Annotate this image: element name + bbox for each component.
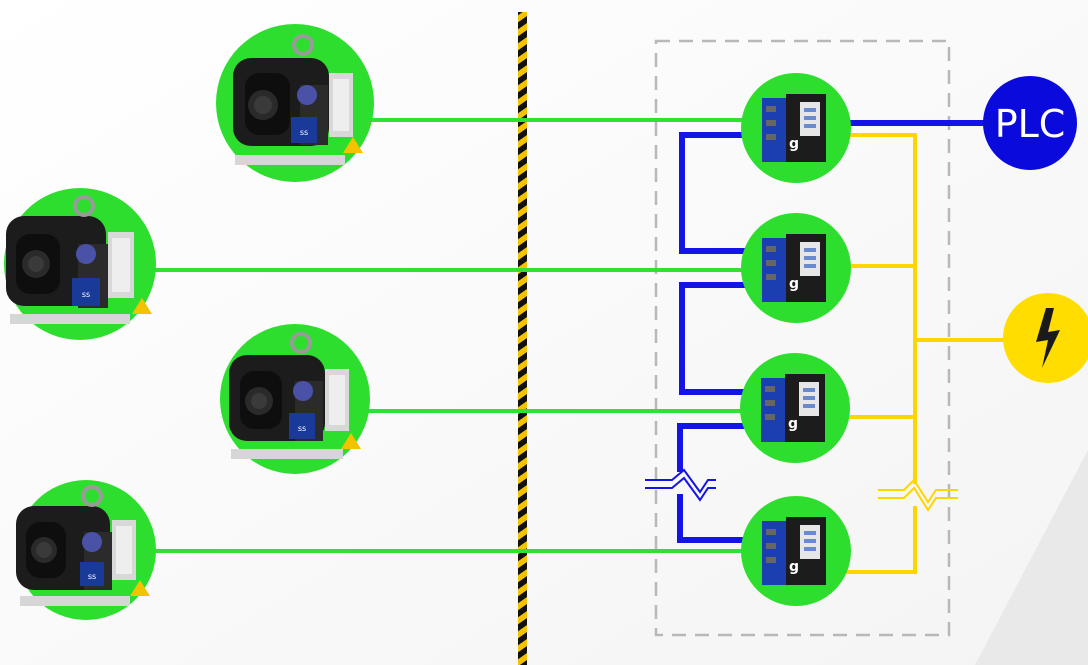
plc-node: PLC	[983, 76, 1077, 170]
power-node	[1003, 293, 1088, 383]
controller-node-3: g	[740, 353, 850, 463]
plc-circle	[983, 76, 1077, 170]
pump-icon: ss	[16, 485, 150, 606]
svg-text:ss: ss	[82, 290, 90, 299]
bus-lines	[677, 120, 985, 543]
svg-text:g: g	[789, 559, 799, 575]
pump-node-3: ss	[220, 324, 370, 474]
bus-break-symbol	[645, 468, 716, 502]
svg-text:ss: ss	[88, 572, 96, 581]
control-enclosure	[654, 39, 951, 637]
controller-icon: g	[762, 517, 826, 585]
controller-icon: g	[762, 94, 826, 162]
pump-node-2: ss	[4, 188, 156, 340]
svg-text:g: g	[789, 136, 799, 152]
power-lines	[846, 133, 1010, 574]
pump-icon: ss	[233, 34, 363, 165]
svg-text:g: g	[788, 416, 798, 432]
bus-segment-2	[679, 282, 748, 395]
controller-icon: g	[762, 234, 826, 302]
pump-node-1: ss	[216, 24, 374, 182]
bus-segment-1	[679, 132, 748, 254]
pump-node-4: ss	[16, 480, 156, 620]
hazard-barrier	[518, 12, 527, 665]
pump-icon: ss	[229, 332, 361, 459]
svg-text:ss: ss	[298, 424, 306, 433]
pump-icon: ss	[6, 195, 152, 324]
controller-node-2: g	[741, 213, 851, 323]
lightning-bolt-icon	[1036, 308, 1060, 368]
svg-text:g: g	[789, 276, 799, 292]
bus-segment-3b	[677, 494, 748, 543]
controller-icon: g	[761, 374, 825, 442]
power-trunk-top	[846, 133, 917, 484]
power-break-symbol	[878, 478, 958, 512]
controller-node-4: g	[741, 496, 851, 606]
plc-label: PLC	[995, 102, 1066, 146]
corner-shade	[975, 450, 1088, 665]
signal-lines	[150, 118, 756, 553]
bus-segment-3a	[677, 423, 748, 472]
svg-text:ss: ss	[300, 128, 308, 137]
power-trunk-bottom	[846, 506, 917, 574]
controller-node-1: g	[741, 73, 851, 183]
